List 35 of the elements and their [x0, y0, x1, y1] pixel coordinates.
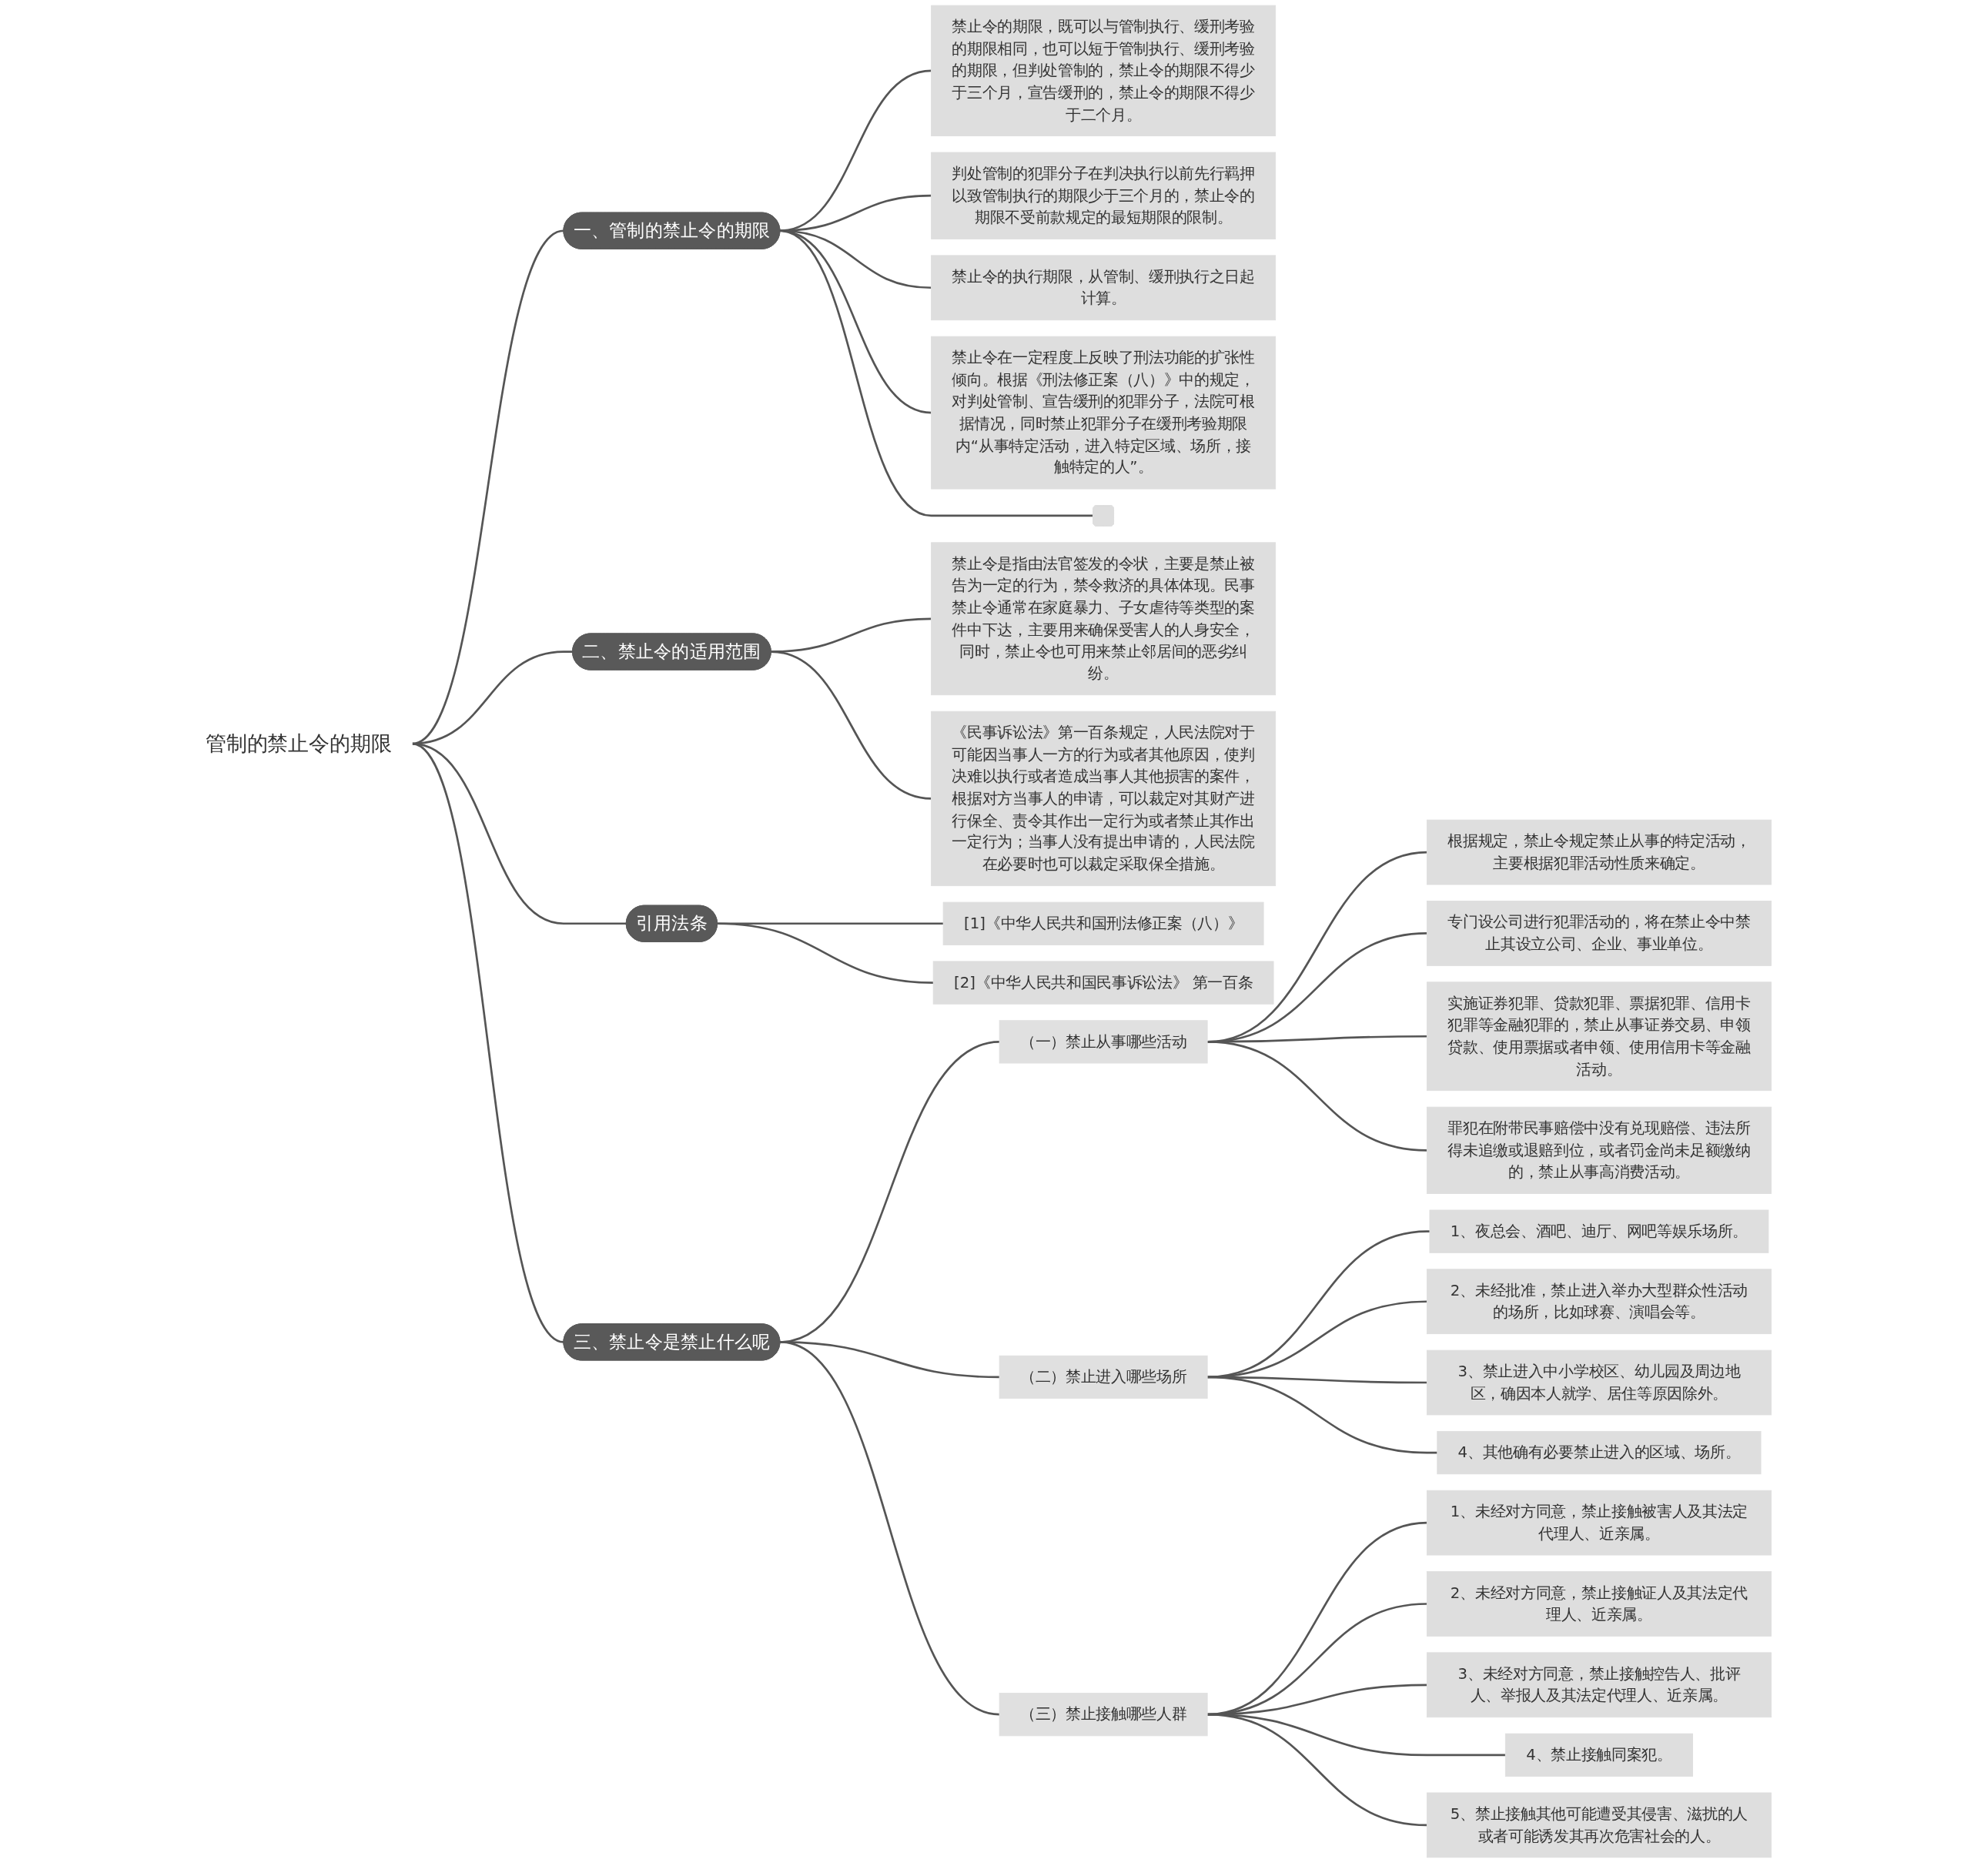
node-box: 4、禁止接触同案犯。 — [1504, 1733, 1693, 1777]
node-box: 专门设公司进行犯罪活动的，将在禁止令中禁止其设立公司、企业、事业单位。 — [1426, 901, 1772, 966]
node-box: 根据规定，禁止令规定禁止从事的特定活动，主要根据犯罪活动性质来确定。 — [1426, 819, 1772, 885]
connector — [1206, 1713, 1427, 1827]
node-box: [2]《中华人民共和国民事诉讼法》 第一百条 — [932, 961, 1274, 1005]
node-box: 1、未经对方同意，禁止接触被害人及其法定代理人、近亲属。 — [1426, 1490, 1772, 1556]
node-box: 2、未经批准，禁止进入举办大型群众性活动的场所，比如球赛、演唱会等。 — [1426, 1269, 1772, 1335]
connector — [717, 922, 933, 984]
connector — [1206, 1300, 1427, 1379]
node-box: 判处管制的犯罪分子在判决执行以前先行羁押以致管制执行的期限少于三个月的，禁止令的期限不受前款规定的最短期限的限制。 — [930, 152, 1276, 239]
node-box: 3、未经对方同意，禁止接触控告人、批评人、举报人及其法定代理人、近亲属。 — [1426, 1652, 1772, 1718]
node-box: （二）禁止进入哪些场所 — [999, 1355, 1208, 1399]
connector — [770, 650, 932, 800]
node-box: 禁止令的执行期限，从管制、缓刑执行之日起计算。 — [930, 255, 1276, 321]
connector — [1206, 1041, 1427, 1152]
connector — [411, 743, 564, 1343]
node-box: （三）禁止接触哪些人群 — [999, 1693, 1208, 1737]
node-box: 1、夜总会、酒吧、迪厅、网吧等娱乐场所。 — [1429, 1209, 1769, 1253]
node-box: 《民事诉讼法》第一百条规定，人民法院对于可能因当事人一方的行为或者其他原因，使判决难以执行或者造成当事人其他损害的案件，根据对方当事人的申请，可以裁定对其财产进行保全、责令其作出一定行为或者禁止其作出一定行为；当事人没有提出申请的，人民法院在必要时也可以裁定采取保全措施。 — [930, 711, 1276, 887]
node-box: 3、禁止进入中小学校区、幼儿园及周边地区，确因本人就学、居住等原因除外。 — [1426, 1349, 1772, 1416]
node-box: 禁止令是指由法官签发的令状，主要是禁止被告为一定的行为，禁令救济的具体体现。民事禁止令通常在家庭暴力、子女虐待等类型的案件中下达，主要用来确保受害人的人身安全，同时，禁止令也可用来禁止邻居间的恶劣纠纷。 — [930, 542, 1276, 696]
node-box: [1]《中华人民共和国刑法修正案（八）》 — [942, 901, 1264, 945]
node-box: 实施证券犯罪、贷款犯罪、票据犯罪、信用卡犯罪等金融犯罪的，禁止从事证券交易、申领贷款、使用票据或者申领、使用信用卡等金融活动。 — [1426, 981, 1772, 1092]
node-box: 罪犯在附带民事赔偿中没有兑现赔偿、违法所得未追缴或退赔到位，或者罚金尚未足额缴纳的，禁止从事高消费活动。 — [1426, 1106, 1772, 1194]
connector — [1206, 1376, 1437, 1454]
node-box: 禁止令在一定程度上反映了刑法功能的扩张性倾向。根据《刑法修正案（八）》中的规定，对判处管制、宣告缓刑的犯罪分子，法院可根据情况，同时禁止犯罪分子在缓刑考验期限内“从事特定活动，进入特定区域、场所，接触特定的人”。 — [930, 336, 1276, 490]
connector — [779, 229, 1093, 517]
node-box: 5、禁止接触其他可能遭受其侵害、滋扰的人或者可能诱发其再次危害社会的人。 — [1426, 1792, 1772, 1858]
node-box: （一）禁止从事哪些活动 — [999, 1020, 1208, 1064]
node-box: 2、未经对方同意，禁止接触证人及其法定代理人、近亲属。 — [1426, 1571, 1772, 1637]
node-box: 禁止令的期限，既可以与管制执行、缓刑考验的期限相同，也可以短于管制执行、缓刑考验的期限，但判处管制的，禁止令的期限不得少于三个月，宣告缓刑的，禁止令的期限不得少于二个月。 — [930, 5, 1276, 136]
connector — [779, 1341, 1000, 1716]
connector — [1206, 1230, 1430, 1379]
node-box: 4、其他确有必要禁止进入的区域、场所。 — [1437, 1430, 1762, 1475]
node-text: 管制的禁止令的期限 — [205, 731, 392, 756]
